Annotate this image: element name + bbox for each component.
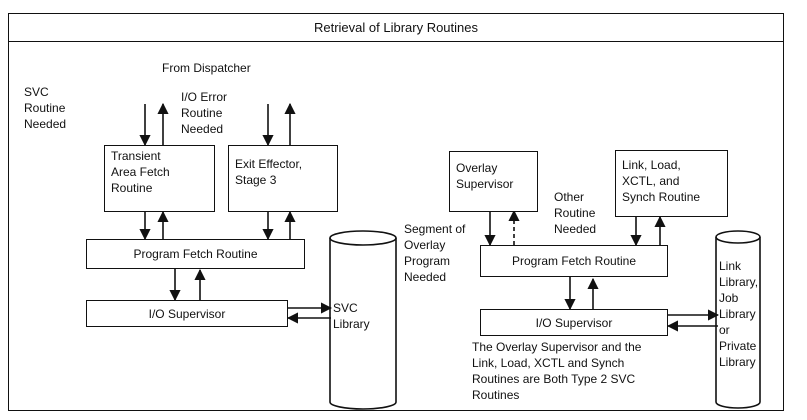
note-line: Link, Load, XCTL and Synch bbox=[472, 356, 625, 370]
link-job-private-library-label: Link Library, Job Library or Private Lib… bbox=[719, 258, 758, 370]
label-line: Program bbox=[404, 254, 451, 268]
label-line: Needed bbox=[554, 222, 597, 236]
io-error-routine-needed-label: I/O Error Routine Needed bbox=[181, 89, 227, 137]
box-line: XCTL, and bbox=[622, 174, 680, 188]
box-line: Exit Effector, bbox=[235, 157, 303, 171]
overlay-supervisor-box: Overlay Supervisor bbox=[449, 151, 538, 212]
box-line: Transient bbox=[111, 149, 161, 163]
label-line: Needed bbox=[24, 117, 67, 131]
svc-library-cylinder bbox=[329, 238, 397, 410]
left-program-fetch-routine-box: Program Fetch Routine bbox=[86, 239, 305, 269]
box-line: Overlay bbox=[456, 161, 498, 175]
label-line: Routine bbox=[24, 101, 66, 115]
diagram-frame bbox=[8, 13, 784, 411]
label-line: Overlay bbox=[404, 238, 446, 252]
box-label: Program Fetch Routine bbox=[511, 254, 637, 268]
label-line: SVC bbox=[333, 301, 358, 315]
type2-svc-note: The Overlay Supervisor and the Link, Loa… bbox=[472, 339, 641, 403]
transient-area-fetch-routine-box: Transient Area Fetch Routine bbox=[104, 145, 215, 212]
note-line: Routines are Both Type 2 SVC bbox=[472, 372, 636, 386]
label-line: Library bbox=[333, 317, 370, 331]
exit-effector-stage3-box: Exit Effector, Stage 3 bbox=[228, 145, 338, 212]
box-label: I/O Supervisor bbox=[535, 315, 613, 330]
label-line: SVC bbox=[24, 85, 49, 99]
svc-routine-needed-label: SVC Routine Needed bbox=[24, 84, 66, 132]
box-line: Supervisor bbox=[456, 177, 514, 191]
label-line: Routine bbox=[181, 106, 223, 120]
box-label: I/O Supervisor bbox=[148, 306, 226, 321]
other-routine-needed-label: Other Routine Needed bbox=[554, 189, 596, 237]
svc-library-label: SVC Library bbox=[333, 300, 370, 332]
label-line: Segment of bbox=[404, 222, 466, 236]
note-line: Routines bbox=[472, 388, 520, 402]
label-line: Needed bbox=[404, 270, 447, 284]
box-line: Stage 3 bbox=[235, 173, 277, 187]
right-io-supervisor-box: I/O Supervisor bbox=[480, 309, 668, 336]
label-line: or bbox=[719, 323, 730, 337]
box-line: Link, Load, bbox=[622, 158, 681, 172]
label-line: Library bbox=[719, 307, 756, 321]
diagram-title: Retrieval of Library Routines bbox=[8, 13, 784, 42]
label-line: Library, bbox=[719, 275, 759, 289]
right-library-cylinder bbox=[715, 237, 761, 409]
label-line: I/O Error bbox=[181, 90, 228, 104]
label-line: Other bbox=[554, 190, 585, 204]
note-line: The Overlay Supervisor and the bbox=[472, 340, 642, 354]
from-dispatcher-label: From Dispatcher bbox=[162, 61, 251, 75]
box-line: Area Fetch bbox=[111, 165, 170, 179]
label-line: Private bbox=[719, 339, 757, 353]
label-line: Routine bbox=[554, 206, 596, 220]
right-library-cylinder-top bbox=[715, 230, 761, 244]
box-line: Synch Routine bbox=[622, 190, 701, 204]
label-line: Library bbox=[719, 355, 756, 369]
link-load-xctl-synch-box: Link, Load, XCTL, and Synch Routine bbox=[615, 150, 728, 217]
label-line: Needed bbox=[181, 122, 224, 136]
left-io-supervisor-box: I/O Supervisor bbox=[86, 300, 288, 327]
box-line: Routine bbox=[111, 181, 153, 195]
segment-needed-label: Segment of Overlay Program Needed bbox=[404, 221, 465, 285]
label-line: Job bbox=[719, 291, 739, 305]
svc-library-cylinder-top bbox=[329, 230, 397, 246]
label-line: Link bbox=[719, 259, 742, 273]
box-label: Program Fetch Routine bbox=[133, 247, 258, 261]
right-program-fetch-routine-box: Program Fetch Routine bbox=[480, 245, 668, 277]
diagram-title-text: Retrieval of Library Routines bbox=[313, 19, 479, 35]
